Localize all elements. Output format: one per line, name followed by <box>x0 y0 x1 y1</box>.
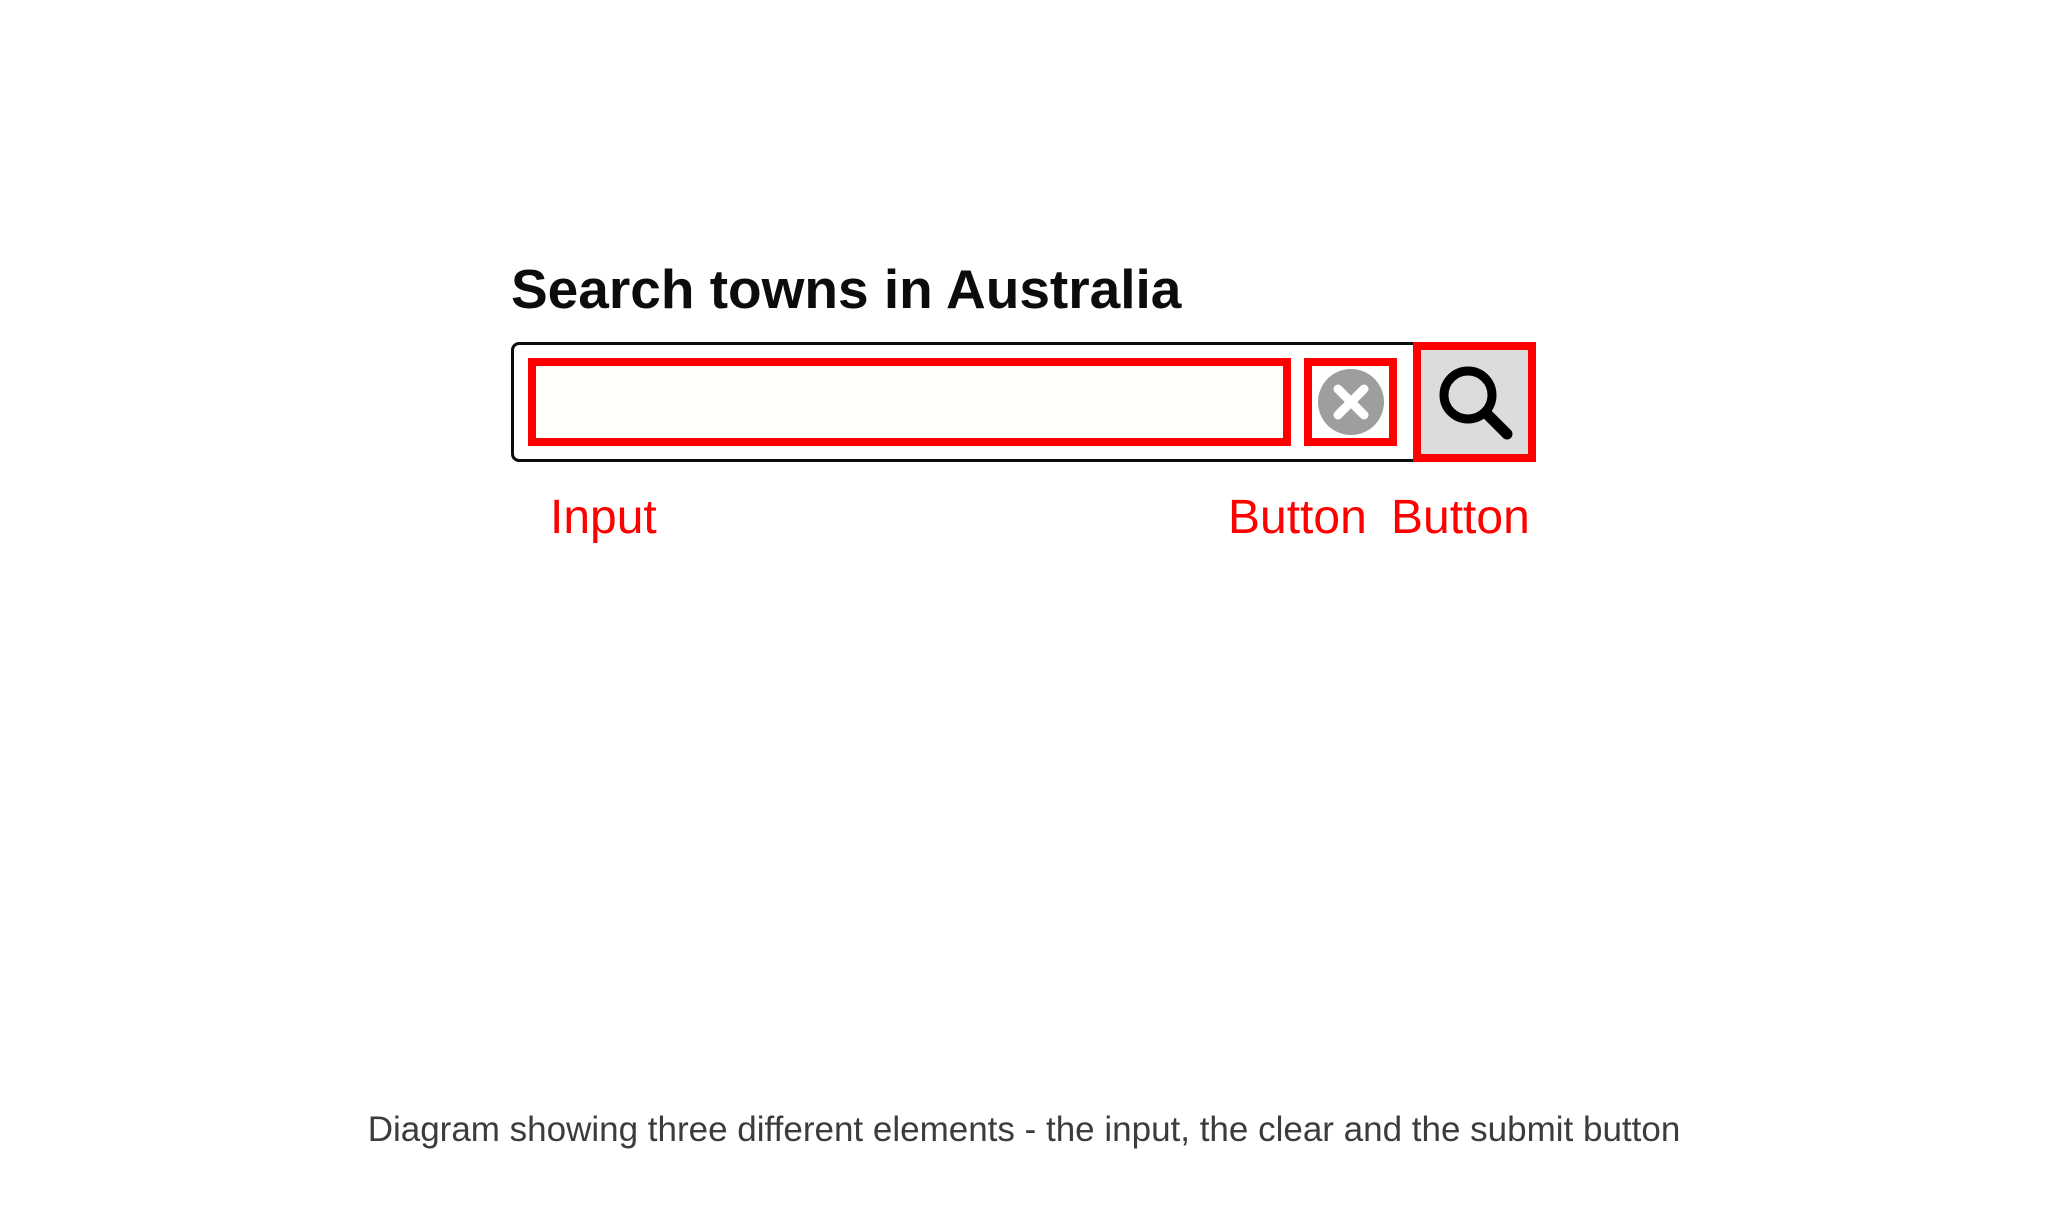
diagram-caption: Diagram showing three different elements… <box>367 1110 1681 1149</box>
search-input[interactable] <box>528 358 1291 446</box>
input-annotation: Input <box>550 491 657 544</box>
clear-icon <box>1317 369 1384 435</box>
clear-button[interactable] <box>1304 358 1397 446</box>
clear-button-annotation: Button <box>1228 491 1367 544</box>
search-icon <box>1433 360 1517 444</box>
search-heading: Search towns in Australia <box>511 258 1182 320</box>
submit-button[interactable] <box>1413 342 1536 462</box>
submit-button-annotation: Button <box>1391 491 1530 544</box>
